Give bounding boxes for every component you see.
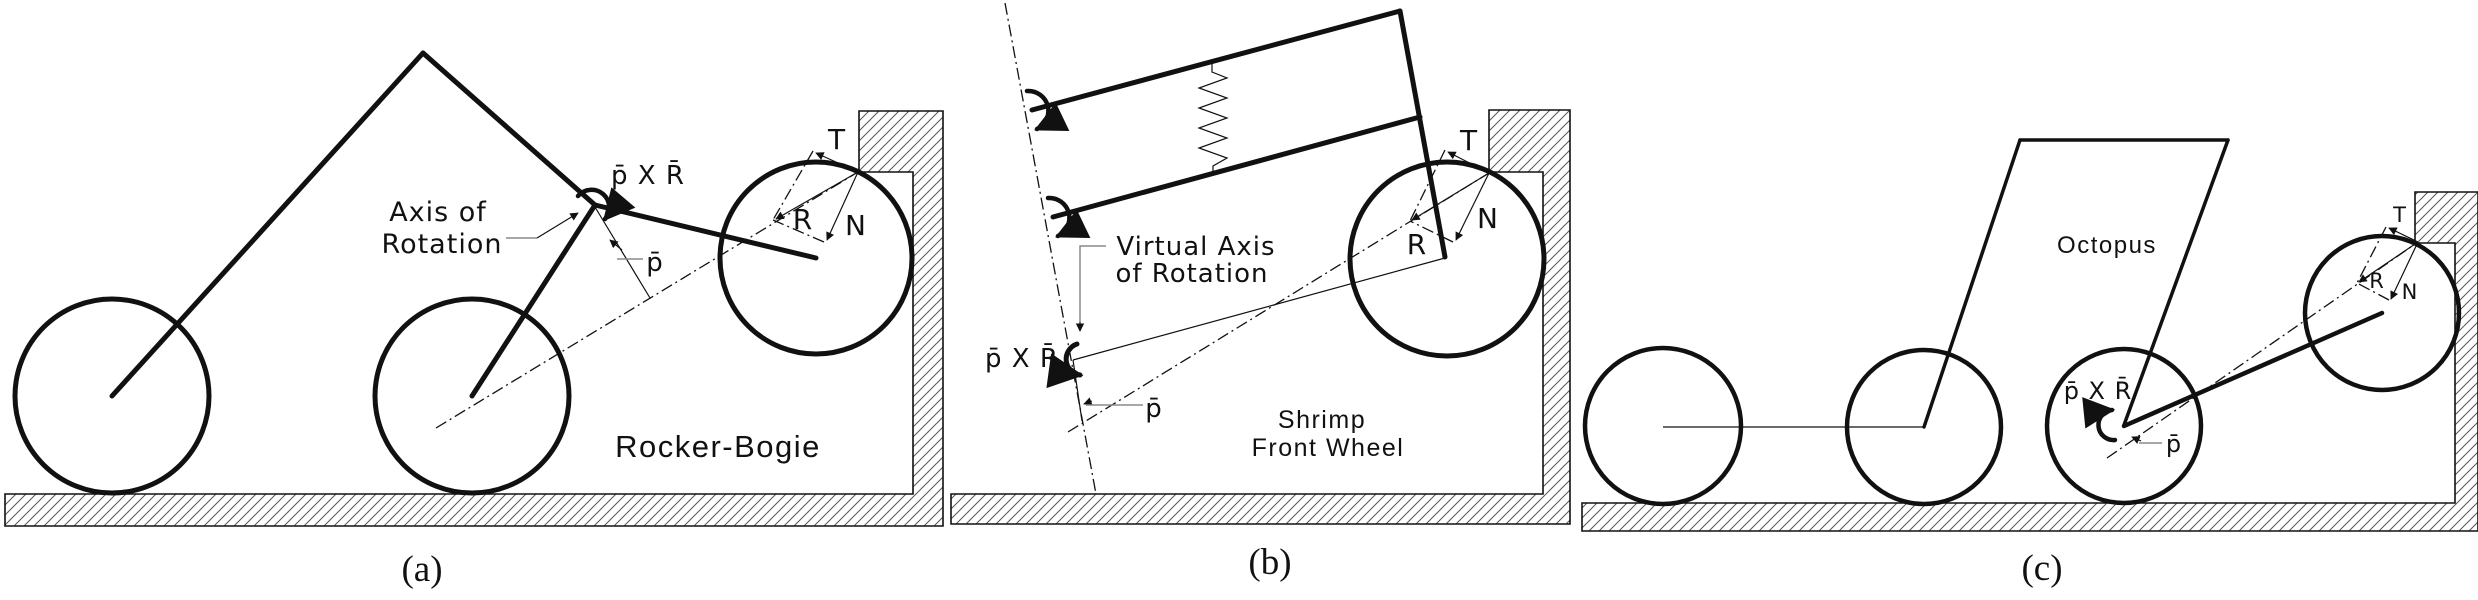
p-label: p̄ (2166, 430, 2182, 458)
leader-line (1079, 245, 1106, 322)
panel-a-rocker-bogie: Axis of Rotation p̄ X R̄ p̄ T R N Rocker… (4, 50, 944, 590)
hinge-rotation-arrow-icon (1045, 195, 1091, 239)
n-vector-arrow (826, 171, 859, 241)
axis-label-line1: Virtual Axis (1116, 232, 1275, 262)
panel-title: Rocker-Bogie (615, 429, 821, 464)
parallelogram-side (1409, 220, 1454, 243)
leader-arrow-icon (536, 212, 579, 239)
n-vector-arrow (2390, 241, 2419, 300)
p-callout: p̄ (2131, 430, 2182, 458)
radius-line-to-wheel-center (1072, 257, 1446, 361)
r-vector-arrow (775, 171, 859, 220)
parallelogram-side (772, 219, 825, 243)
rotation-arrow-icon (2082, 397, 2118, 443)
n-label: N (1477, 202, 1499, 235)
r-label: R (1407, 228, 1427, 261)
body-left-side (1922, 138, 2022, 429)
t-vector-arrow (1447, 151, 1490, 174)
axis-of-rotation-callout: Axis of Rotation (382, 197, 579, 260)
p-callout: p̄ (617, 248, 664, 278)
caption: (a) (401, 549, 442, 590)
p-label: p̄ (646, 248, 664, 278)
panel-title-line2: Front Wheel (1252, 434, 1405, 462)
p-label: p̄ (1145, 394, 1163, 424)
parallelogram-side (2356, 226, 2387, 284)
rocker-rear-leg (420, 50, 598, 208)
r-label: R (2369, 269, 2385, 293)
t-label: T (1459, 124, 1478, 157)
octopus-body: Octopus (1922, 138, 2230, 429)
bogie-link-front (469, 202, 598, 399)
parallelogram-side (1409, 149, 1446, 222)
panel-b-shrimp-front-wheel: Virtual Axis of Rotation p̄ X R̄ p̄ T R … (950, 2, 1571, 583)
moment-arm-arrow-icon (609, 239, 623, 251)
hinge-rotation-arrow-icon (1024, 88, 1070, 132)
parallelogram-side (772, 150, 814, 221)
moment-label: p̄ X R̄ (611, 159, 685, 191)
panel-title: Octopus (2057, 232, 2157, 259)
line-of-action (1067, 172, 1490, 433)
upper-bar (1029, 8, 1403, 113)
r-label: R (793, 203, 813, 236)
lower-bar (1050, 114, 1423, 220)
front-fork-link (1397, 8, 1448, 260)
wheel (2044, 346, 2204, 506)
r-vector-arrow (2358, 241, 2419, 283)
caption: (c) (2021, 548, 2062, 589)
moment-arm-line (594, 206, 651, 299)
virtual-axis-callout: Virtual Axis of Rotation (1075, 232, 1275, 332)
t-label: T (2392, 203, 2407, 227)
p-callout: p̄ (1083, 394, 1163, 424)
axis-label-line1: Axis of (389, 197, 487, 228)
t-label: T (827, 123, 846, 156)
moment-arm-line (1072, 359, 1083, 422)
moment-label: p̄ X R̄ (985, 342, 1059, 374)
rocker-front-leg (109, 50, 426, 399)
n-label: N (2402, 280, 2419, 304)
leader-arrow-icon (2131, 436, 2142, 444)
panel-title-line1: Shrimp (1278, 406, 1366, 434)
parallelogram-linkage (1024, 8, 1448, 260)
caption: (b) (1248, 542, 1291, 583)
contact-force-diagram: T R N (772, 123, 867, 243)
virtual-axis-line (1004, 2, 1097, 495)
body-right-side (2122, 138, 2230, 427)
ground-and-step-obstacle (1581, 191, 2478, 532)
leader-arrow-icon (1083, 397, 1093, 406)
parallelogram-side (2356, 282, 2390, 301)
wheel (12, 296, 212, 496)
contact-force-diagram: T R N (1407, 124, 1499, 261)
spring-icon (1197, 62, 1229, 173)
axis-label-line2: Rotation (382, 229, 503, 260)
moment-label: p̄ X R̄ (2064, 376, 2133, 405)
rotation-arrow-icon (575, 187, 636, 222)
ground-and-step-obstacle (4, 110, 944, 527)
axis-label-line2: of Rotation (1115, 259, 1268, 289)
line-of-action (435, 171, 859, 429)
wheel (372, 296, 572, 496)
t-vector-arrow (815, 152, 859, 173)
n-vector-arrow (1455, 172, 1490, 241)
ground-and-step-obstacle (950, 109, 1571, 525)
wheel (717, 159, 915, 357)
n-label: N (845, 209, 867, 242)
panel-c-octopus: Octopus p̄ X R̄ p̄ T R N (c) (1581, 138, 2478, 589)
t-vector-arrow (2388, 227, 2419, 243)
r-vector-arrow (1411, 172, 1490, 221)
contact-force-diagram: T R N (2356, 203, 2419, 304)
climbing-wheel-link (2121, 310, 2385, 429)
wheel (1582, 345, 1744, 507)
